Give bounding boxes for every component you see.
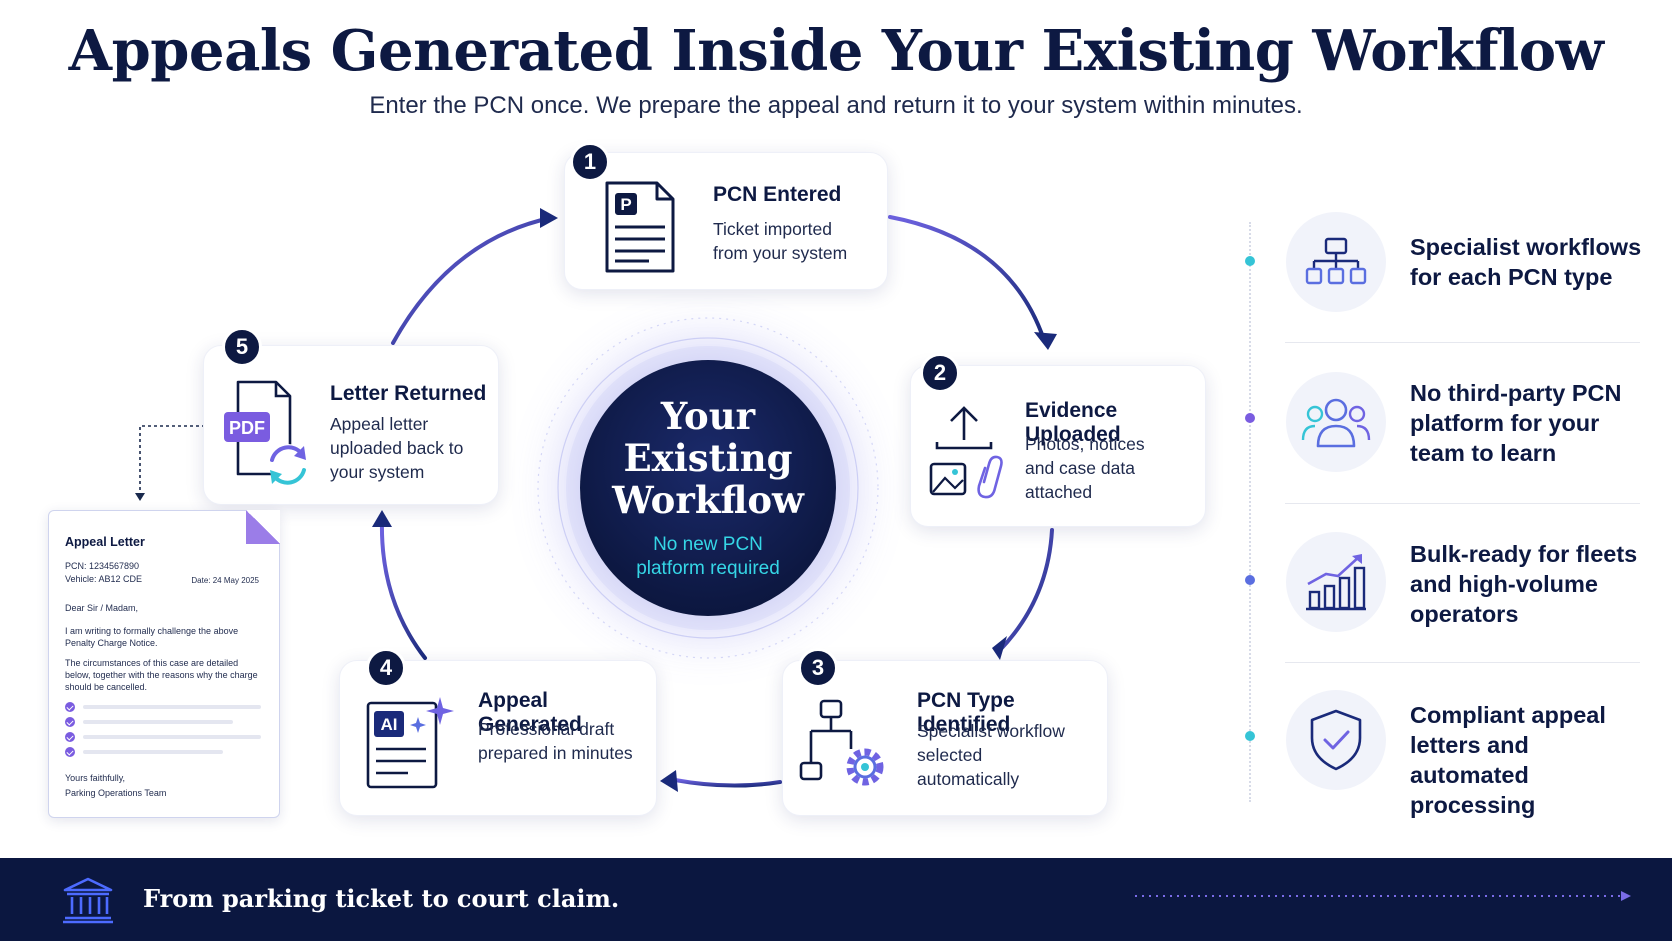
step-card-pcn-type-identified: PCN Type Identified Specialist workflow …	[782, 660, 1108, 816]
check-icon	[65, 731, 75, 742]
step-number-badge: 5	[222, 327, 262, 367]
arrowhead-2	[1034, 332, 1057, 350]
benefit-icon-circle	[1286, 532, 1386, 632]
benefit-icon-circle	[1286, 372, 1386, 472]
courthouse-icon	[62, 876, 114, 929]
letter-date: Date: 24 May 2025	[191, 576, 259, 585]
step-number-badge: 1	[570, 142, 610, 182]
arrowhead-1	[540, 208, 558, 228]
letter-vehicle: Vehicle: AB12 CDE	[65, 574, 143, 584]
step-number-badge: 4	[366, 648, 406, 688]
ticket-letter: P	[620, 195, 631, 214]
step-card-appeal-generated: AI Appeal Generated Professional draft p…	[339, 660, 657, 816]
team-users-icon	[1301, 398, 1371, 448]
footer-banner: From parking ticket to court claim.	[0, 858, 1672, 941]
letter-signature: Parking Operations Team	[65, 788, 167, 798]
letter-title: Appeal Letter	[65, 535, 145, 549]
step-title: Evidence Uploaded	[1025, 399, 1121, 446]
benefit-icon-circle	[1286, 690, 1386, 790]
letter-greeting: Dear Sir / Madam,	[65, 603, 139, 613]
letter-pcn: PCN: 1234567890	[65, 561, 140, 571]
growth-chart-icon	[1306, 554, 1366, 611]
step-title: Appeal Generated	[478, 689, 582, 736]
hierarchy-icon	[1305, 237, 1367, 285]
pdf-badge: PDF	[229, 418, 265, 438]
arrowhead-4	[660, 770, 678, 792]
arrowhead-3	[992, 636, 1007, 660]
arrowhead-5	[372, 510, 392, 527]
ai-badge: AI	[381, 715, 398, 734]
step-description: Photos, notices and case data attached	[1025, 434, 1145, 502]
arrow-5-to-1	[391, 216, 552, 345]
check-icon	[65, 746, 75, 757]
arrow-2-to-3	[998, 528, 1054, 652]
step-number-badge: 3	[798, 648, 838, 688]
benefit-text: No third-party PCN platform for your tea…	[1410, 380, 1622, 466]
letter-closing: Yours faithfully,	[65, 773, 126, 783]
step-title: PCN Type Identified	[917, 689, 1015, 736]
benefits-divider	[1249, 222, 1251, 802]
page-fold-corner	[246, 510, 280, 544]
checklist-item	[65, 744, 261, 759]
benefit-text: Bulk-ready for fleets and high-volume op…	[1410, 541, 1638, 627]
step-card-evidence-uploaded: Evidence Uploaded Photos, notices and ca…	[910, 365, 1206, 527]
letter-paragraph: The circumstances of this case are detai…	[65, 658, 258, 692]
step-number-badge: 2	[920, 353, 960, 393]
benefit-dot	[1245, 413, 1255, 423]
checklist-item	[65, 714, 261, 729]
upload-evidence-icon	[927, 402, 1013, 507]
arrow-4-to-5	[379, 518, 427, 660]
center-title: Your Existing Workflow	[612, 394, 804, 522]
center-subtitle: No new PCN platform required	[636, 534, 780, 579]
dotted-arrow-icon	[1135, 888, 1635, 909]
step-description: Professional draft prepared in minutes	[478, 719, 633, 763]
letter-paragraph: I am writing to formally challenge the a…	[65, 626, 239, 648]
check-icon	[65, 701, 75, 712]
shield-check-icon	[1310, 709, 1362, 771]
parking-ticket-document-icon: P	[603, 179, 677, 280]
benefit-separator	[1285, 342, 1640, 343]
step-description: Appeal letter uploaded back to your syst…	[330, 414, 464, 482]
step-description: Specialist workflow selected automatical…	[917, 721, 1065, 789]
benefit-dot	[1245, 256, 1255, 266]
benefit-dot	[1245, 731, 1255, 741]
checklist-item	[65, 729, 261, 744]
step-title: PCN Entered	[713, 183, 842, 206]
checklist-item	[65, 699, 261, 714]
step-card-letter-returned: PDF Letter Returned Appeal letter upload…	[203, 345, 499, 505]
benefit-text: Compliant appeal letters and automated p…	[1410, 702, 1606, 818]
center-workflow-circle: Your Existing Workflow No new PCN platfo…	[580, 360, 836, 616]
benefit-separator	[1285, 503, 1640, 504]
step-description: Ticket imported from your system	[713, 219, 848, 263]
benefit-dot	[1245, 575, 1255, 585]
pdf-sync-icon: PDF	[222, 378, 318, 491]
step-card-pcn-entered: P PCN Entered Ticket imported from your …	[564, 152, 888, 290]
check-icon	[65, 716, 75, 727]
step-title: Letter Returned	[330, 382, 487, 405]
letter-checklist	[65, 699, 261, 759]
workflow-gear-icon	[799, 697, 895, 798]
page-title: Appeals Generated Inside Your Existing W…	[68, 18, 1604, 84]
benefit-separator	[1285, 662, 1640, 663]
footer-tagline: From parking ticket to court claim.	[143, 884, 620, 913]
arrow-3-to-4	[673, 778, 782, 788]
ai-document-icon: AI	[364, 695, 460, 796]
page-subtitle: Enter the PCN once. We prepare the appea…	[369, 92, 1303, 119]
letter-connector	[139, 425, 205, 495]
appeal-letter-preview: Appeal Letter PCN: 1234567890 Vehicle: A…	[48, 510, 280, 818]
arrow-1-to-2	[888, 215, 1046, 342]
benefit-text: Specialist workflows for each PCN type	[1410, 234, 1642, 290]
benefit-icon-circle	[1286, 212, 1386, 312]
